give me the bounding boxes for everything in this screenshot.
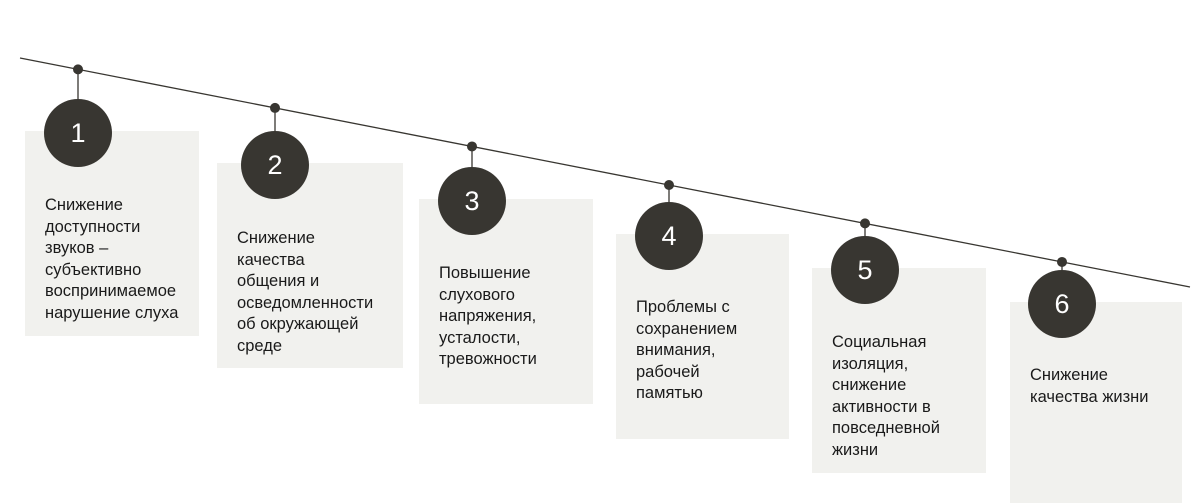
step-card-5: Социальная изоляция, снижение активности… bbox=[812, 268, 986, 473]
step-number-2: 2 bbox=[267, 149, 283, 180]
step-number-5: 5 bbox=[857, 254, 873, 285]
step-card-3: Повышение слухового напряжения, усталост… bbox=[419, 199, 593, 404]
step-card-2: Снижение качества общения и осведомленно… bbox=[217, 163, 403, 368]
connector-dot-4 bbox=[664, 180, 674, 191]
descending-timeline-line bbox=[19, 57, 1191, 288]
connector-dot-5 bbox=[860, 218, 870, 229]
step-card-6: Снижение качества жизни bbox=[1010, 302, 1182, 503]
step-number-1: 1 bbox=[70, 117, 86, 148]
step-text-1: Снижение доступности звуков – субъективн… bbox=[45, 196, 179, 322]
step-number-circle-4: 4 bbox=[635, 202, 703, 270]
step-number-6: 6 bbox=[1054, 288, 1070, 319]
step-number-circle-2: 2 bbox=[241, 131, 309, 199]
step-number-circle-6: 6 bbox=[1028, 270, 1096, 338]
step-text-5: Социальная изоляция, снижение активности… bbox=[832, 333, 940, 459]
step-card-1: Снижение доступности звуков – субъективн… bbox=[25, 131, 199, 336]
connector-dot-3 bbox=[467, 141, 477, 152]
step-text-4: Проблемы с сохранением внимания, рабочей… bbox=[636, 298, 738, 402]
connector-dot-2 bbox=[270, 102, 280, 113]
step-text-2: Снижение качества общения и осведомленно… bbox=[237, 229, 374, 355]
connector-dot-6 bbox=[1057, 256, 1067, 267]
step-number-4: 4 bbox=[661, 220, 677, 251]
step-number-circle-1: 1 bbox=[44, 99, 112, 167]
step-number-circle-5: 5 bbox=[831, 236, 899, 304]
step-card-4: Проблемы с сохранением внимания, рабочей… bbox=[616, 234, 789, 439]
step-number-3: 3 bbox=[464, 185, 480, 216]
step-text-3: Повышение слухового напряжения, усталост… bbox=[439, 264, 537, 368]
step-text-6: Снижение качества жизни bbox=[1030, 366, 1149, 406]
connector-dot-1 bbox=[73, 64, 83, 75]
step-number-circle-3: 3 bbox=[438, 167, 506, 235]
